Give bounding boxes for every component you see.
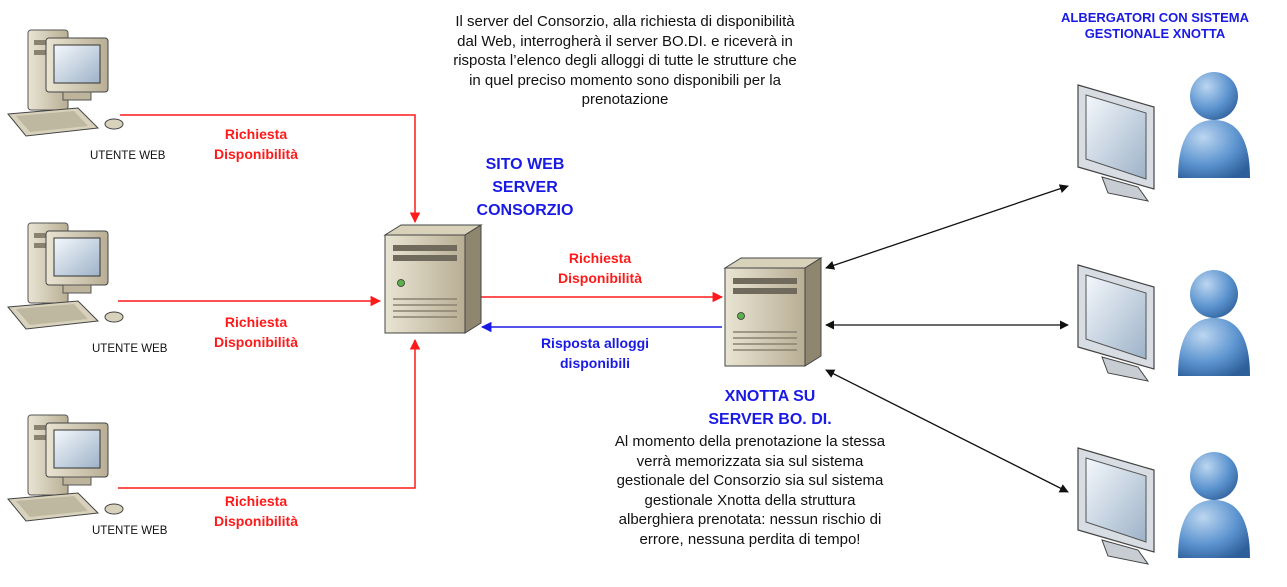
hotel-monitor-icon — [1077, 447, 1155, 565]
consortium-server-icon — [384, 224, 482, 334]
bodi-server-icon — [724, 257, 822, 367]
web-user-label: UTENTE WEB — [90, 150, 166, 162]
hotel-user-icon — [1178, 452, 1250, 558]
web-user-label: UTENTE WEB — [92, 525, 168, 537]
hotels-title: ALBERGATORI CON SISTEMA GESTIONALE XNOTT… — [1060, 10, 1250, 41]
web-user-computer-icon — [7, 414, 124, 522]
hotel1-link-arrow — [825, 184, 1069, 270]
hotel-user-icon — [1178, 72, 1250, 178]
user1-request-arrow — [120, 114, 421, 224]
bodi-server-title: XNOTTA SU SERVER BO. DI. — [708, 388, 832, 428]
user3-request-label: Richiesta Disponibilità — [214, 493, 298, 529]
web-user-computer-icon — [7, 29, 124, 137]
consortium-server-title: SITO WEB SERVER CONSORZIO — [476, 156, 574, 219]
user1-request-label: Richiesta Disponibilità — [214, 126, 298, 162]
web-user-computer-icon — [7, 222, 124, 330]
server-response-label: Risposta alloggi disponibili — [540, 335, 650, 371]
user2-request-label: Richiesta Disponibilità — [214, 314, 298, 350]
hotel-monitor-icon — [1077, 84, 1155, 202]
user-request-arrows — [118, 114, 421, 489]
hotel3-link-arrow — [825, 369, 1069, 493]
hotel-monitor-icon — [1077, 264, 1155, 382]
bottom-description: Al momento della prenotazione la stessa … — [614, 433, 886, 548]
hotel-user-icon — [1178, 270, 1250, 376]
web-user-label: UTENTE WEB — [92, 343, 168, 355]
top-description: Il server del Consorzio, alla richiesta … — [453, 13, 797, 108]
user3-request-arrow — [118, 338, 421, 489]
server-request-label: Richiesta Disponibilità — [558, 250, 642, 286]
